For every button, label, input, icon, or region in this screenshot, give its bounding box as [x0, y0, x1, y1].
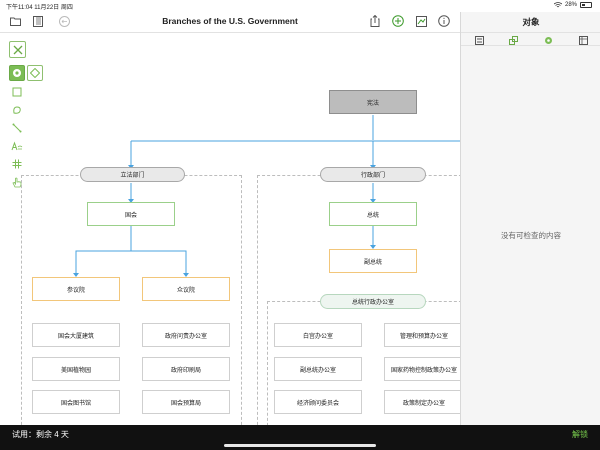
battery-percent: 28%	[564, 2, 577, 8]
stencils-button[interactable]	[414, 14, 428, 28]
undo-button[interactable]	[57, 14, 71, 28]
line-icon	[12, 123, 22, 133]
home-indicator[interactable]	[224, 444, 376, 447]
tab-properties[interactable]	[474, 35, 484, 45]
node-house[interactable]: 众议院	[142, 277, 230, 301]
node-office[interactable]: 政策制定办公室	[384, 390, 460, 414]
arrowhead	[128, 199, 134, 203]
share-icon	[370, 15, 380, 27]
diagram-canvas[interactable]: 宪法 立法部门 行政部门 国会 总统 参议院 众议院 副总统 总统行政办公室 国…	[0, 32, 460, 425]
status-right: 28%	[553, 2, 592, 8]
inspector-tabs	[461, 32, 600, 46]
outline-view-button[interactable]	[31, 14, 45, 28]
status-bar: 下午11:04 11月22日 周四 28%	[0, 0, 600, 12]
node-agency[interactable]: 政府问责办公室	[142, 323, 230, 347]
unlock-button[interactable]: 解锁	[572, 430, 588, 439]
status-date: 11月22日 周四	[34, 5, 73, 11]
trial-bar: 试用：剩余 4 天 解锁	[0, 425, 600, 450]
inspector-panel: 对象 没有可检查的内容	[460, 12, 600, 425]
node-office[interactable]: 副总统办公室	[274, 357, 362, 381]
trial-message: 试用：剩余 4 天	[12, 430, 69, 439]
selection-tool[interactable]	[9, 65, 25, 81]
grid-tool[interactable]	[9, 156, 25, 172]
line-tool[interactable]	[9, 120, 25, 136]
node-agency[interactable]: 国会图书馆	[32, 390, 120, 414]
alternate-tool[interactable]	[27, 65, 43, 81]
text-tool[interactable]	[9, 138, 25, 154]
folder-icon	[9, 17, 21, 26]
arrowhead	[370, 245, 376, 249]
undo-icon	[58, 15, 70, 27]
text-icon	[11, 141, 23, 151]
node-eop[interactable]: 总统行政办公室	[320, 294, 426, 309]
tab-document[interactable]	[578, 35, 588, 45]
document-icon	[578, 35, 588, 45]
status-time-date: 下午11:04 11月22日 周四	[6, 2, 73, 11]
shape-icon	[13, 106, 21, 114]
inspector-button[interactable]	[437, 14, 451, 28]
node-congress[interactable]: 国会	[87, 202, 175, 226]
toolbar: Branches of the U.S. Government	[0, 12, 460, 32]
hand-icon	[12, 177, 22, 187]
diamond-icon	[30, 68, 40, 78]
document-title: Branches of the U.S. Government	[162, 16, 298, 26]
arrowhead	[370, 199, 376, 203]
node-agency[interactable]: 政府印刷局	[142, 357, 230, 381]
inspector-title: 对象	[522, 17, 540, 27]
gear-icon	[544, 36, 552, 44]
close-icon	[13, 45, 22, 54]
battery-icon	[580, 2, 592, 8]
connector-congress-split	[75, 226, 187, 274]
arrowhead	[183, 273, 189, 277]
shape-tool[interactable]	[9, 102, 25, 118]
info-icon	[438, 15, 450, 27]
plus-circle-icon	[392, 15, 404, 27]
share-button[interactable]	[368, 14, 382, 28]
inspector-empty-message: 没有可检查的内容	[501, 231, 561, 240]
node-office[interactable]: 国家药物控制政策办公室	[384, 357, 460, 381]
properties-icon	[474, 35, 484, 45]
node-legislative-branch[interactable]: 立法部门	[80, 167, 185, 182]
documents-button[interactable]	[8, 14, 22, 28]
node-agency[interactable]: 美国植物园	[32, 357, 120, 381]
hand-tool[interactable]	[9, 174, 25, 190]
close-tools-button[interactable]	[9, 41, 26, 58]
node-office[interactable]: 管理和预算办公室	[384, 323, 460, 347]
rectangle-icon	[12, 87, 22, 97]
node-constitution[interactable]: 宪法	[329, 90, 417, 114]
hash-icon	[12, 159, 22, 169]
wifi-icon	[553, 2, 562, 8]
node-agency[interactable]: 国会大厦建筑	[32, 323, 120, 347]
gear-icon	[13, 69, 21, 77]
node-vice-president[interactable]: 副总统	[329, 249, 417, 273]
node-executive-branch[interactable]: 行政部门	[320, 167, 426, 182]
add-button[interactable]	[391, 14, 405, 28]
node-office[interactable]: 经济顾问委员会	[274, 390, 362, 414]
arrowhead	[73, 273, 79, 277]
stencil-icon	[415, 15, 427, 27]
status-time: 下午11:04	[6, 5, 33, 11]
node-president[interactable]: 总统	[329, 202, 417, 226]
sidebar-icon	[33, 15, 43, 27]
tab-canvas[interactable]	[543, 35, 553, 45]
rectangle-tool[interactable]	[9, 84, 25, 100]
node-office[interactable]: 白宫办公室	[274, 323, 362, 347]
tab-arrange[interactable]	[508, 35, 518, 45]
node-agency[interactable]: 国会预算局	[142, 390, 230, 414]
arrange-icon	[508, 35, 518, 45]
node-senate[interactable]: 参议院	[32, 277, 120, 301]
